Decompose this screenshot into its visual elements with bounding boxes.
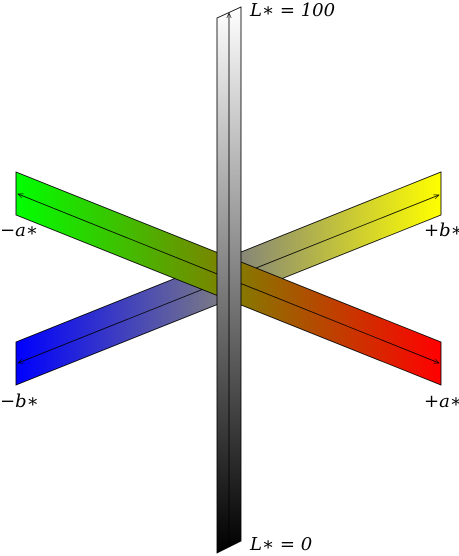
L-min-label: L∗ = 0 xyxy=(249,534,312,555)
a-pos-label: +a∗ xyxy=(424,391,459,412)
b-pos-label: +b∗ xyxy=(424,220,459,241)
L-axis-ribbon xyxy=(216,6,242,554)
a-neg-label: −a∗ xyxy=(0,220,38,241)
b-neg-label: −b∗ xyxy=(0,391,39,412)
L-max-label: L∗ = 100 xyxy=(249,0,335,21)
